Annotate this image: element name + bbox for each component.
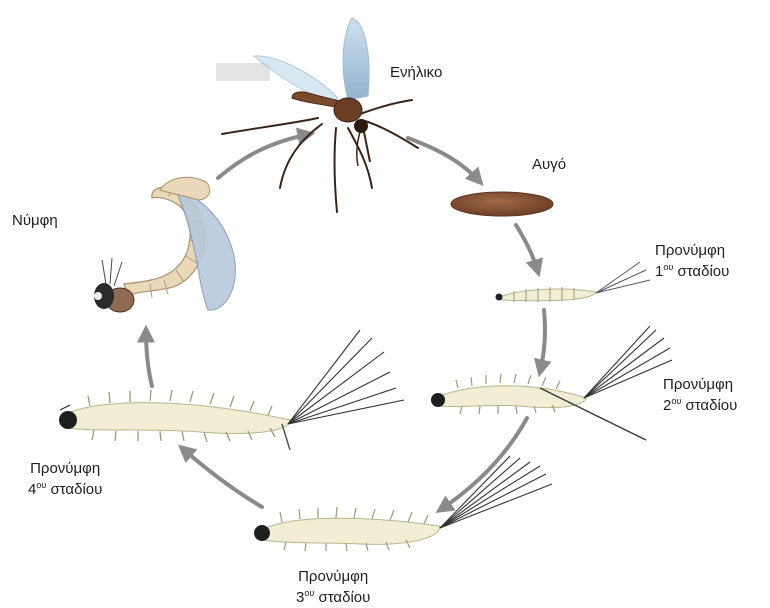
label-larva3: Προνύμφη 3ου σταδίου [296, 566, 370, 608]
label-larva2: Προνύμφη 2ου σταδίου [663, 374, 737, 416]
label-larva3-sup: ου [304, 588, 314, 598]
label-larva3-rest: σταδίου [314, 589, 370, 606]
label-egg: Αυγό [532, 154, 566, 175]
label-larva2-title: Προνύμφη [663, 374, 737, 395]
larva-3 [254, 456, 552, 551]
label-larva2-rest: σταδίου [681, 397, 737, 414]
label-adult-text: Ενήλικο [390, 62, 442, 83]
label-larva4: Προνύμφη 4ου σταδίου [28, 458, 102, 500]
arrow-larva4-to-pupa [146, 330, 152, 386]
label-adult: Ενήλικο [390, 62, 442, 83]
label-larva4-rest: σταδίου [46, 481, 102, 498]
mosquito-wing-upper [343, 18, 369, 100]
larva-1 [496, 262, 651, 302]
arrow-larva1-to-larva2 [540, 310, 545, 372]
larva-2 [431, 326, 672, 440]
label-larva4-title: Προνύμφη [28, 458, 102, 479]
label-pupa: Νύμφη [12, 210, 58, 231]
label-egg-text: Αυγό [532, 154, 566, 175]
larva-4 [59, 330, 404, 450]
label-pupa-text: Νύμφη [12, 210, 58, 231]
label-larva1-title: Προνύμφη [655, 240, 729, 261]
arrow-adult-to-egg [408, 138, 480, 182]
placeholder-block [216, 63, 270, 81]
label-larva4-sup: ου [36, 480, 46, 490]
egg-shape [451, 192, 553, 216]
label-larva2-sup: ου [671, 396, 681, 406]
adult-mosquito [222, 18, 418, 212]
label-larva3-title: Προνύμφη [296, 566, 370, 587]
label-larva1-sup: ου [663, 262, 673, 272]
label-larva1: Προνύμφη 1ου σταδίου [655, 240, 729, 282]
arrow-egg-to-larva1 [516, 225, 538, 272]
arrow-pupa-to-adult [218, 134, 310, 178]
label-larva1-rest: σταδίου [673, 263, 729, 280]
pupa [94, 177, 235, 312]
arrow-larva3-to-larva4 [182, 448, 262, 507]
